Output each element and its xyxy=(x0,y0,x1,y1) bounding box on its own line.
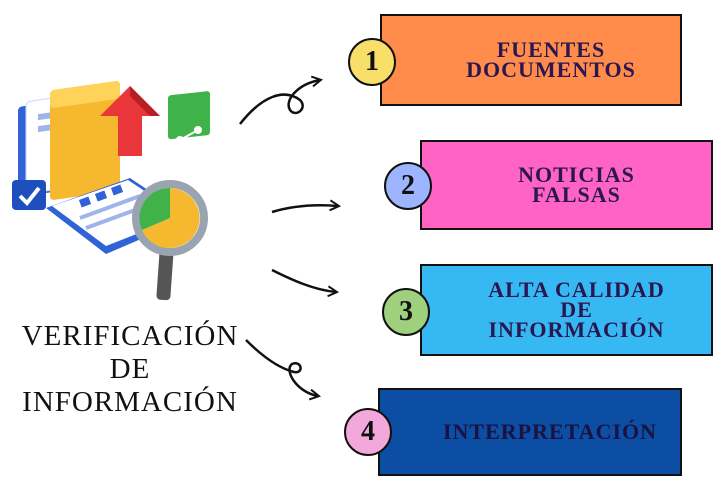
step-1-badge: 1 xyxy=(348,38,396,86)
step-1-box: FUENTES DOCUMENTOS xyxy=(380,14,682,106)
main-title-line: INFORMACIÓN xyxy=(22,386,238,418)
step-4-number: 4 xyxy=(361,416,375,447)
magnifier-icon xyxy=(132,180,208,301)
arrow-2 xyxy=(271,205,338,214)
arrow-4 xyxy=(245,339,318,396)
upload-arrow-icon xyxy=(100,86,160,156)
step-2-text: NOTICIAS xyxy=(518,162,635,187)
step-3-number: 3 xyxy=(399,296,413,327)
step-3-text: INFORMACIÓN xyxy=(488,317,665,342)
step-3-text: DE xyxy=(560,297,593,322)
arrow-3 xyxy=(271,268,336,292)
step-3-badge: 3 xyxy=(382,288,430,336)
step-4-box: INTERPRETACIÓN xyxy=(378,388,682,476)
arrow-1 xyxy=(239,80,320,125)
folder-icon xyxy=(18,81,120,200)
share-icon xyxy=(168,91,210,154)
step-1-text: FUENTES xyxy=(496,37,606,62)
verification-illustration xyxy=(12,81,210,301)
step-4-badge: 4 xyxy=(344,408,392,456)
step-1-number: 1 xyxy=(365,46,379,77)
step-4-text: INTERPRETACIÓN xyxy=(442,419,658,444)
main-title-line: DE xyxy=(109,353,151,385)
step-3-box: ALTA CALIDAD DE INFORMACIÓN xyxy=(420,264,713,356)
checkmark-icon xyxy=(12,180,46,210)
step-2-box: NOTICIAS FALSAS xyxy=(420,140,713,230)
step-3-text: ALTA CALIDAD xyxy=(488,277,665,302)
step-2-badge: 2 xyxy=(384,162,432,210)
step-1-text: DOCUMENTOS xyxy=(466,57,636,82)
main-title-line: VERIFICACIÓN xyxy=(21,320,239,352)
step-2-text: FALSAS xyxy=(532,182,621,207)
main-title: VERIFICACIÓN DE INFORMACIÓN xyxy=(5,320,255,419)
step-2-number: 2 xyxy=(401,170,415,201)
